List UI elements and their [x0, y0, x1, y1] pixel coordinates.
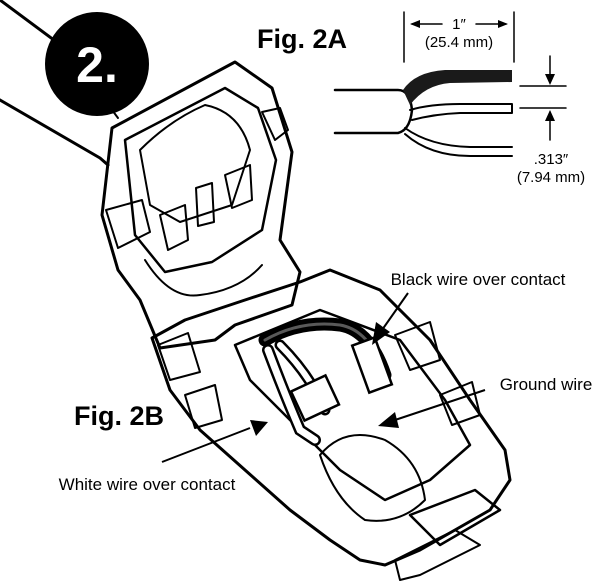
step-number: 2. [76, 37, 118, 93]
white-wire-label: White wire over contact [59, 475, 236, 494]
dim-spacing-imperial: .313″ [534, 151, 569, 168]
step-badge: 2. [45, 12, 149, 116]
black-conductor [403, 70, 512, 105]
dim-spacing-metric: (7.94 mm) [517, 169, 585, 186]
connector-base [150, 268, 512, 581]
black-wire-label: Black wire over contact [391, 270, 566, 289]
fig-2a-title: Fig. 2A [257, 24, 347, 54]
fig-2b-wires [258, 317, 394, 446]
dim-length-imperial: 1″ [452, 16, 466, 33]
dim-length-metric: (25.4 mm) [425, 34, 493, 51]
connector-lid [100, 60, 302, 350]
callout-arrows [161, 292, 486, 463]
ground-wire-label: Ground wire [500, 375, 593, 394]
fig-2a-wire-drawing [333, 11, 567, 157]
fig-2b-title: Fig. 2B [74, 401, 164, 431]
